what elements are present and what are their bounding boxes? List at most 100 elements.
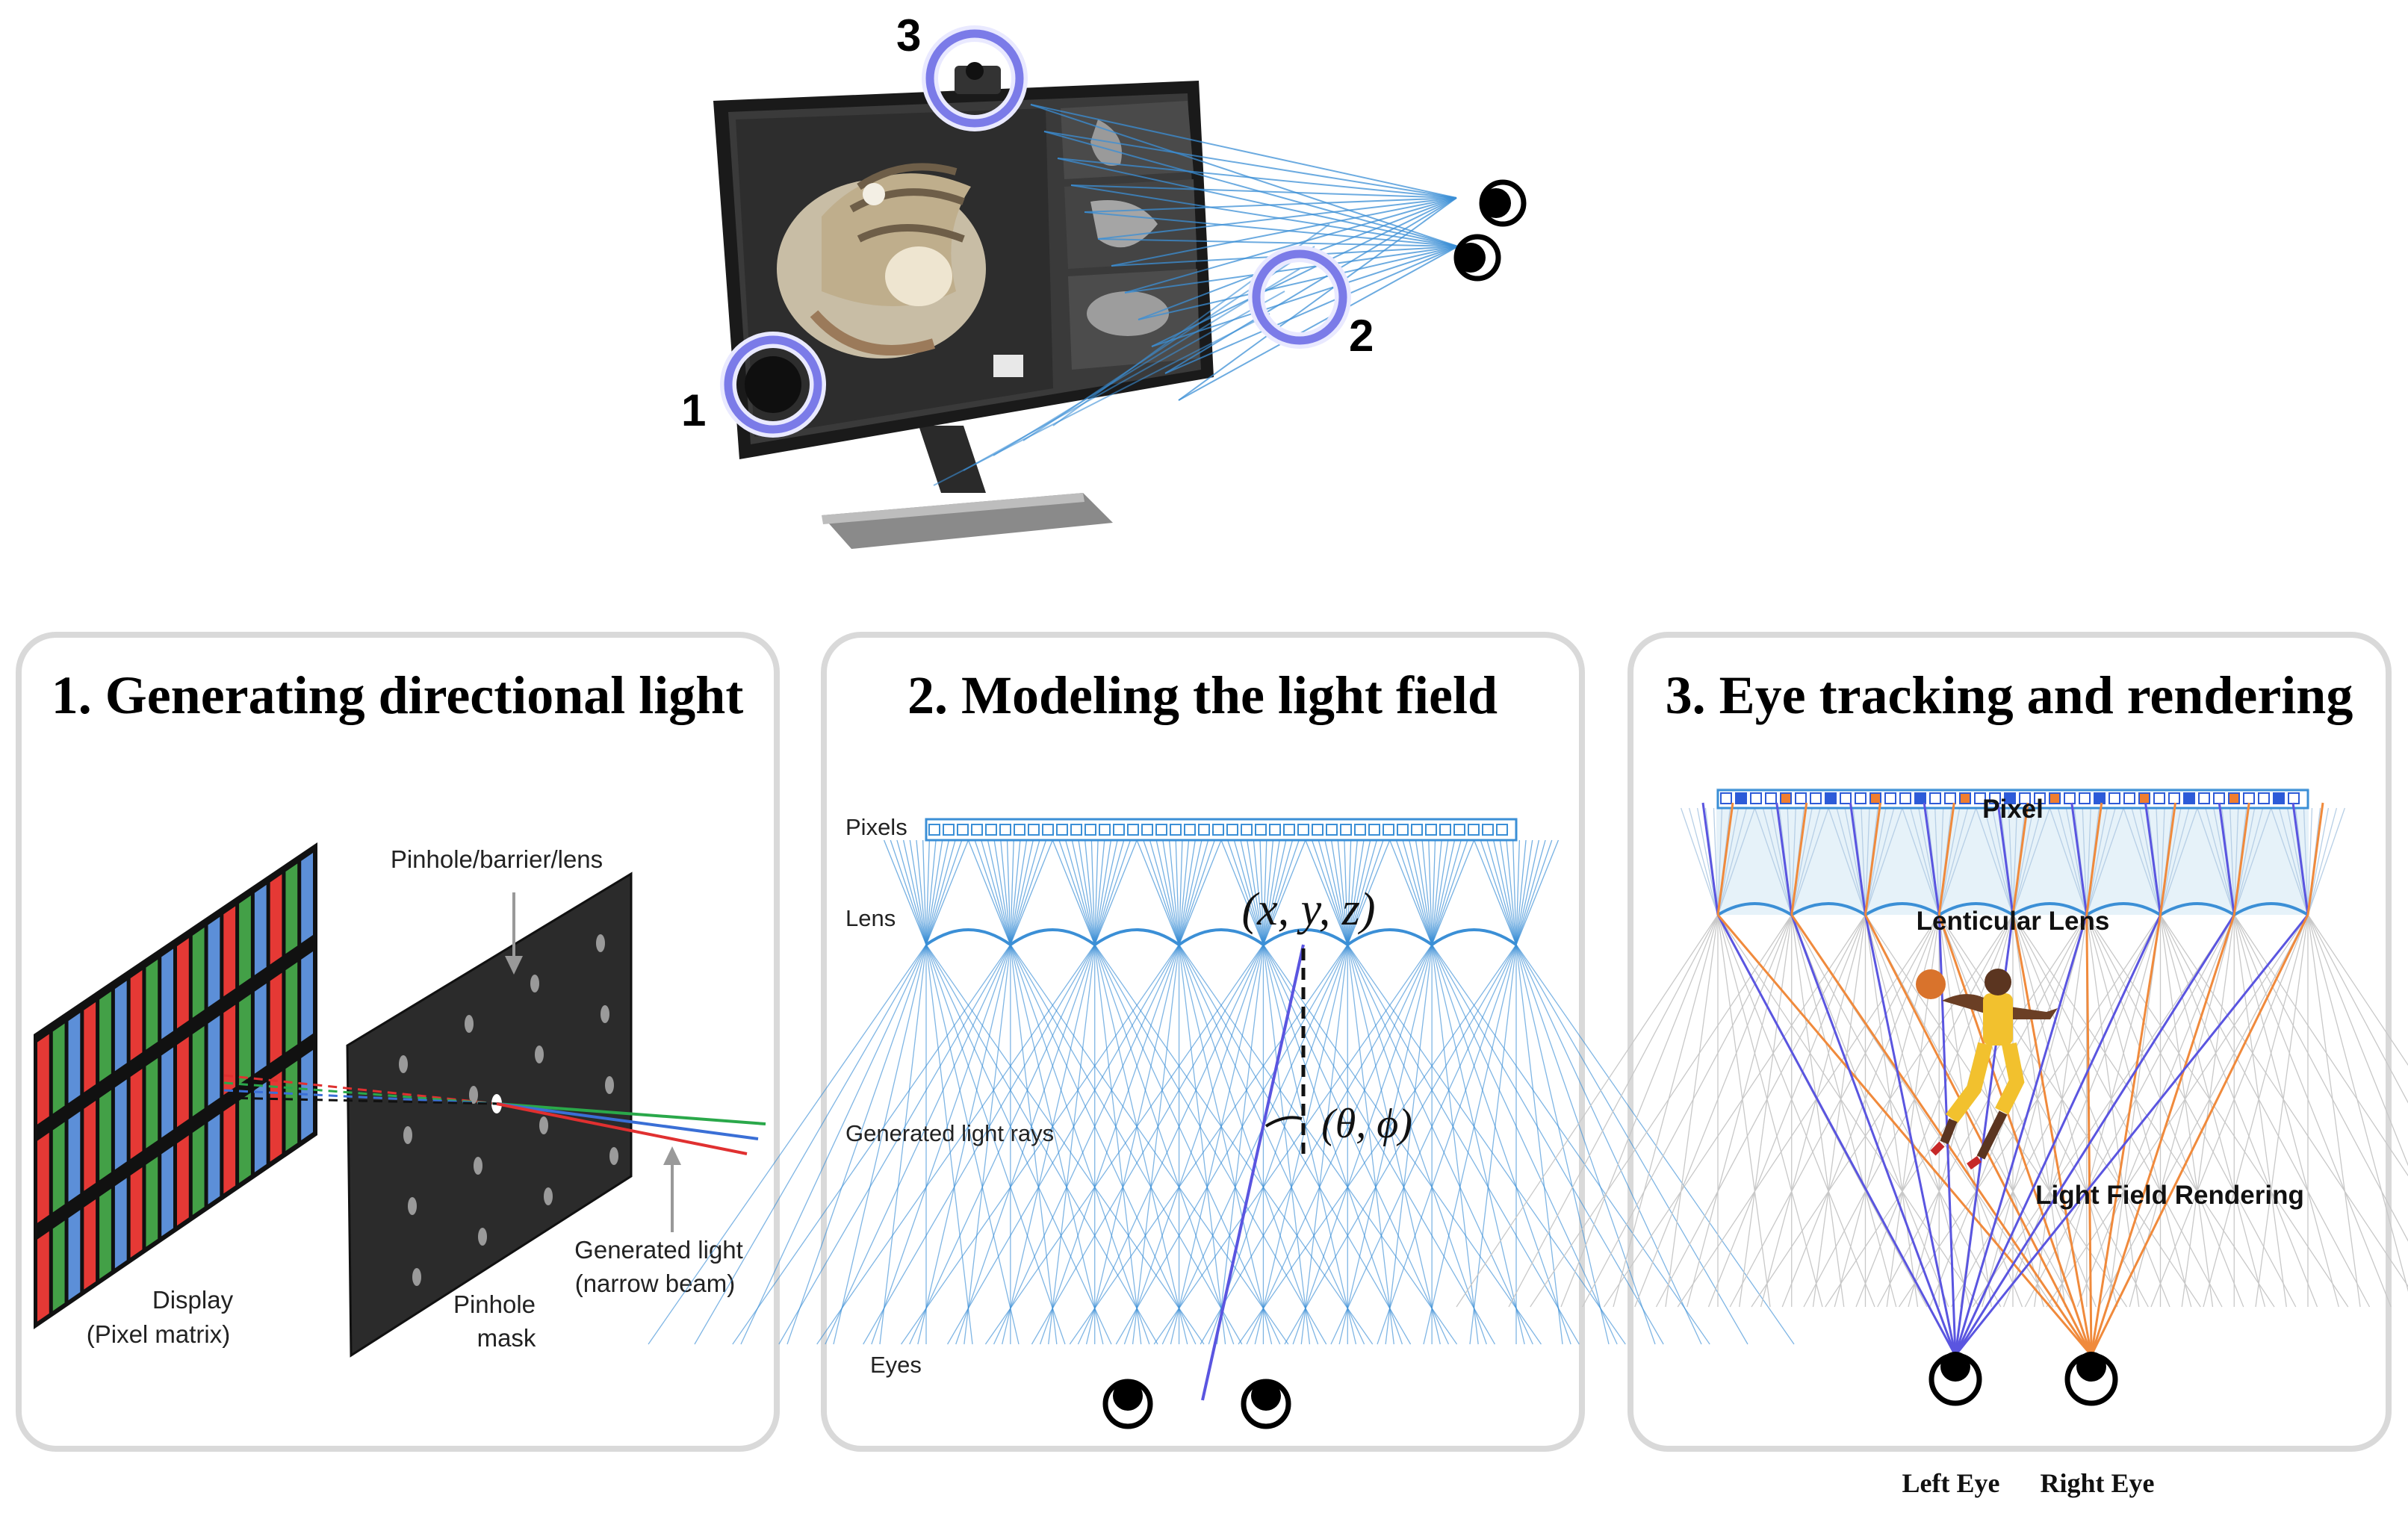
generated-light-label-line2: (narrow beam) bbox=[575, 1270, 736, 1297]
subpixel bbox=[177, 938, 189, 1029]
light-ray bbox=[1010, 839, 1021, 945]
light-ray bbox=[1787, 807, 1793, 916]
subpixel bbox=[254, 1081, 267, 1172]
left-eye-ray bbox=[1849, 802, 1866, 916]
light-ray bbox=[1338, 944, 1433, 1345]
light-ray bbox=[1124, 197, 1457, 293]
light-ray bbox=[1318, 839, 1348, 945]
pixel-cell bbox=[1155, 824, 1167, 836]
light-ray bbox=[1143, 839, 1180, 945]
pixels-label: Pixels bbox=[845, 814, 907, 840]
callout-ring-1 bbox=[720, 332, 826, 438]
light-ray bbox=[2307, 807, 2345, 916]
light-ray bbox=[1136, 839, 1180, 945]
pinhole bbox=[478, 1228, 487, 1246]
subpixel bbox=[270, 1071, 282, 1162]
light-ray bbox=[1002, 944, 1096, 1345]
light-ray bbox=[1094, 944, 1235, 1345]
light-ray bbox=[2156, 807, 2162, 916]
subpixel bbox=[301, 951, 313, 1042]
light-ray bbox=[694, 944, 927, 1345]
right-eye-ray bbox=[1864, 802, 1881, 916]
pixel-cell bbox=[928, 824, 940, 836]
light-ray bbox=[1421, 839, 1433, 945]
basketball-player-image bbox=[1916, 969, 2058, 1170]
light-ray bbox=[778, 944, 1011, 1345]
subpixel bbox=[177, 1037, 189, 1128]
light-ray bbox=[909, 944, 1096, 1345]
light-ray bbox=[1515, 839, 1560, 945]
light-ray bbox=[1262, 944, 1311, 1345]
light-ray bbox=[1253, 839, 1264, 945]
light-ray bbox=[1409, 839, 1433, 945]
subpixel bbox=[161, 1047, 173, 1138]
pixel-cell bbox=[2034, 792, 2046, 804]
pinhole bbox=[465, 1015, 474, 1033]
eye-right-icon bbox=[1241, 1379, 1291, 1429]
light-ray bbox=[925, 839, 969, 945]
pixel-cell bbox=[1825, 792, 1837, 804]
light-ray bbox=[1395, 839, 1433, 945]
generated-light-label-line1: Generated light bbox=[574, 1236, 743, 1264]
light-ray bbox=[1506, 839, 1517, 945]
light-ray bbox=[1178, 839, 1196, 945]
light-ray bbox=[2205, 807, 2235, 916]
pixel-cell bbox=[1113, 824, 1125, 836]
light-ray bbox=[1902, 807, 1940, 916]
light-ray bbox=[2233, 807, 2264, 916]
pixel-cell bbox=[1070, 824, 1082, 836]
light-ray bbox=[1423, 944, 1517, 1345]
subpixel bbox=[239, 895, 251, 987]
light-ray bbox=[1982, 914, 2088, 1308]
light-ray bbox=[1006, 839, 1011, 945]
left-eye-ray bbox=[1775, 802, 1793, 916]
right-eye-ray bbox=[1716, 914, 2093, 1356]
light-ray bbox=[1803, 914, 2014, 1308]
light-ray bbox=[1791, 914, 1949, 1308]
subpixel bbox=[130, 1069, 143, 1159]
pixel-cell bbox=[2138, 792, 2150, 804]
pixel-cell bbox=[1974, 792, 1986, 804]
right-eye-ray bbox=[1937, 802, 1955, 916]
light-ray bbox=[1344, 839, 1348, 945]
light-ray bbox=[1178, 839, 1222, 945]
light-ray bbox=[1123, 944, 1264, 1345]
light-ray bbox=[2086, 807, 2124, 916]
pixel-cell bbox=[1899, 792, 1911, 804]
pixel-label: Pixel bbox=[1982, 795, 2044, 824]
light-ray bbox=[1262, 944, 1357, 1345]
subpixel bbox=[37, 1132, 49, 1223]
subpixel bbox=[130, 970, 143, 1060]
light-ray bbox=[1515, 839, 1553, 945]
eye-left-icon bbox=[1102, 1379, 1153, 1429]
light-ray bbox=[2057, 807, 2088, 916]
panel-1-title: 1. Generating directional light bbox=[52, 665, 744, 725]
light-ray bbox=[1065, 839, 1096, 945]
light-ray bbox=[1469, 944, 1517, 1345]
pixel-cell bbox=[999, 824, 1011, 836]
light-ray bbox=[833, 944, 927, 1345]
subpixel bbox=[37, 1231, 49, 1322]
light-ray bbox=[1094, 944, 1327, 1345]
pixel-cell bbox=[2094, 792, 2106, 804]
light-ray bbox=[2271, 807, 2309, 916]
pinhole-mask bbox=[346, 872, 633, 1358]
subpixel bbox=[68, 1111, 81, 1202]
pinhole bbox=[605, 1076, 614, 1094]
light-ray bbox=[1220, 839, 1264, 945]
light-ray bbox=[1010, 839, 1014, 945]
light-ray bbox=[2034, 914, 2088, 1308]
pixel-row bbox=[925, 818, 1518, 842]
light-ray bbox=[2307, 914, 2408, 1104]
light-ray bbox=[1754, 807, 1793, 916]
light-ray bbox=[981, 839, 1011, 945]
light-ray bbox=[2008, 807, 2014, 916]
light-ray bbox=[1910, 807, 1940, 916]
light-ray bbox=[1010, 839, 1047, 945]
left-eye-ray bbox=[1716, 914, 1957, 1356]
light-ray bbox=[1153, 944, 1433, 1345]
pinhole bbox=[408, 1197, 417, 1215]
position-label: (x, y, z) bbox=[1241, 884, 1375, 935]
light-ray bbox=[1094, 944, 1142, 1345]
light-ray bbox=[1039, 944, 1180, 1345]
